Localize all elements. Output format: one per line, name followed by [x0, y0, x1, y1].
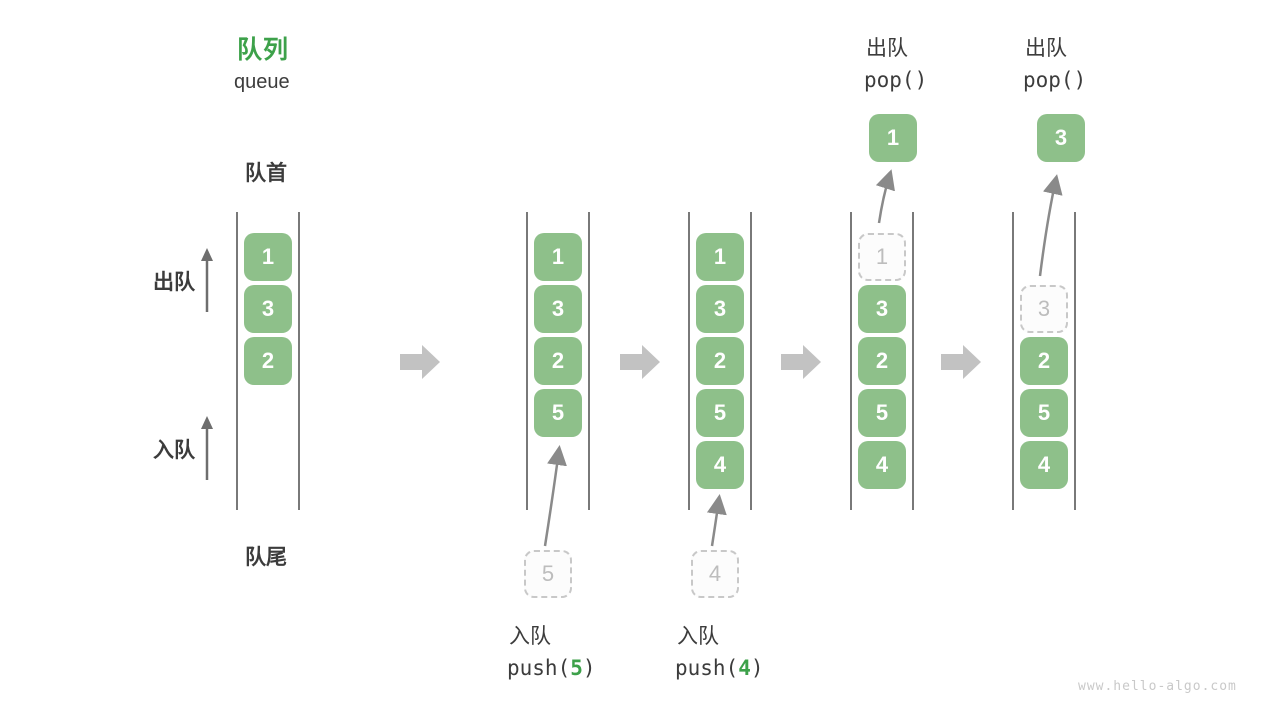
queue-cell: 1	[534, 233, 582, 281]
queue-cell: 2	[858, 337, 906, 385]
queue-rear-label: 队尾	[245, 546, 287, 569]
code-text: )	[750, 656, 764, 680]
queue-cell: 3	[534, 285, 582, 333]
queue-front-label: 队首	[245, 162, 287, 185]
queue-cell: 2	[1020, 337, 1068, 385]
queue-cell: 2	[696, 337, 744, 385]
pop-code-label: pop()	[864, 68, 928, 92]
dequeue-op-label: 出队	[866, 37, 908, 60]
queue-cell: 5	[1020, 389, 1068, 437]
queue-cell: 2	[244, 337, 292, 385]
queue-cell: 1	[244, 233, 292, 281]
step-arrow-icon	[400, 345, 981, 379]
popped-slot-box: 1	[858, 233, 906, 281]
popped-slot-box: 3	[1020, 285, 1068, 333]
code-arg: 4	[738, 656, 751, 680]
enqueue-side-label: 入队	[153, 439, 195, 462]
diagram-subtitle: queue	[234, 71, 290, 93]
code-arg: 5	[570, 656, 583, 680]
queue-cell: 5	[534, 389, 582, 437]
watermark: www.hello-algo.com	[1078, 679, 1237, 694]
push-code-label: push(4)	[675, 656, 764, 680]
queue-cell: 4	[696, 441, 744, 489]
queue-cell: 1	[696, 233, 744, 281]
incoming-value-box: 5	[524, 550, 572, 598]
operation-arrow-icon	[543, 169, 1063, 547]
queue-cell: 3	[244, 285, 292, 333]
direction-arrow-icon	[201, 248, 213, 480]
code-text: push(	[507, 656, 571, 680]
queue-cell: 4	[858, 441, 906, 489]
code-text: push(	[675, 656, 739, 680]
queue-cell: 2	[534, 337, 582, 385]
popped-value-box: 1	[869, 114, 917, 162]
queue-cell: 3	[858, 285, 906, 333]
push-code-label: push(5)	[507, 656, 596, 680]
queue-cell: 4	[1020, 441, 1068, 489]
queue-cell: 3	[696, 285, 744, 333]
code-text: )	[582, 656, 596, 680]
pop-code-label: pop()	[1023, 68, 1087, 92]
dequeue-side-label: 出队	[153, 271, 195, 294]
enqueue-op-label: 入队	[509, 625, 551, 648]
incoming-value-box: 4	[691, 550, 739, 598]
queue-cell: 5	[696, 389, 744, 437]
queue-walls	[236, 212, 1076, 510]
dequeue-op-label: 出队	[1025, 37, 1067, 60]
enqueue-op-label: 入队	[677, 625, 719, 648]
diagram-title: 队列	[237, 36, 290, 64]
queue-cell: 5	[858, 389, 906, 437]
popped-value-box: 3	[1037, 114, 1085, 162]
